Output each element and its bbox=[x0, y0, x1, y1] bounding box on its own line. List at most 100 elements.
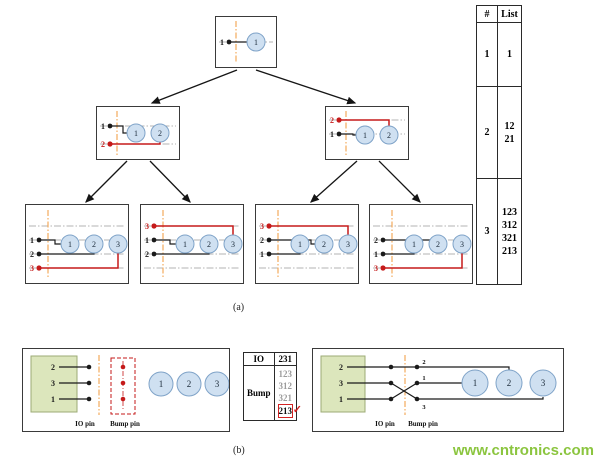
table-cell-lists: 1 bbox=[497, 22, 522, 87]
arrow-21-to-213 bbox=[378, 160, 421, 203]
pin-dot bbox=[226, 39, 232, 45]
io-pin-dot bbox=[388, 396, 394, 402]
pin-label: 2 bbox=[260, 236, 264, 245]
bump-number: 2 bbox=[422, 359, 425, 366]
wire-new-pin bbox=[112, 142, 161, 145]
list-value: 1 bbox=[507, 49, 512, 60]
io-number: 2 bbox=[339, 363, 343, 372]
wire-new-pin bbox=[385, 253, 463, 269]
wire bbox=[41, 239, 61, 245]
bump-pin-caption: Bump pin bbox=[110, 420, 140, 428]
pin-label: 2 bbox=[374, 236, 378, 245]
arrow-root-to-21 bbox=[255, 69, 357, 105]
io-pin-dot bbox=[86, 380, 92, 386]
tree-node-123: 1 2 3 1 2 3 bbox=[25, 204, 129, 284]
bump-option-label: 213 bbox=[278, 406, 293, 416]
caption-b: (b) bbox=[233, 445, 245, 456]
bump-circle bbox=[290, 234, 310, 254]
pin-label: 2 bbox=[330, 116, 334, 125]
pin-label: 1 bbox=[330, 130, 334, 139]
pin-label: 3 bbox=[374, 264, 378, 273]
bump-label: 2 bbox=[187, 379, 192, 389]
bump-wire bbox=[417, 397, 544, 400]
pin-dot bbox=[266, 237, 272, 243]
io-pin-dot bbox=[86, 396, 92, 402]
table-cell-count: 2 bbox=[476, 86, 498, 179]
pin-dot bbox=[380, 237, 386, 243]
list-value: 213 bbox=[502, 245, 517, 257]
caption-a: (a) bbox=[233, 302, 245, 313]
bump-circle bbox=[461, 369, 489, 397]
pin-label: 2 bbox=[145, 250, 149, 259]
pin-dot bbox=[380, 251, 386, 257]
pin-label: 3 bbox=[30, 264, 34, 273]
list-value: 312 bbox=[502, 219, 517, 231]
pin-dot bbox=[151, 251, 157, 257]
bump-label: 3 bbox=[541, 378, 546, 388]
tree-node-213: 2 1 3 1 2 3 bbox=[369, 204, 473, 284]
wire bbox=[112, 125, 127, 134]
bump-label: 1 bbox=[183, 240, 187, 249]
tree-node-12: 1 2 1 2 bbox=[96, 106, 180, 160]
bump-circle bbox=[150, 123, 170, 143]
bump-label: 3 bbox=[116, 240, 120, 249]
bump-circle bbox=[495, 369, 523, 397]
pin-label: 1 bbox=[220, 38, 224, 47]
bump-label: 3 bbox=[231, 240, 235, 249]
pin-label: 1 bbox=[145, 236, 149, 245]
table-cell-lists: 12 21 bbox=[497, 86, 522, 179]
table-header-list: List bbox=[497, 5, 522, 23]
arrow-12-to-312 bbox=[149, 160, 191, 203]
bump-label: 2 bbox=[207, 240, 211, 249]
bump-label: 2 bbox=[322, 240, 326, 249]
table-cell-count: 1 bbox=[476, 22, 498, 87]
bump-label: 3 bbox=[215, 379, 220, 389]
io-pin-caption: IO pin bbox=[75, 420, 95, 428]
selector-io-label: IO bbox=[243, 352, 275, 366]
bump-pin-caption: Bump pin bbox=[408, 420, 438, 428]
bump-number: 3 bbox=[422, 404, 426, 411]
bump-label: 2 bbox=[436, 240, 440, 249]
selector-io-value: 231 bbox=[273, 352, 298, 366]
pin-dot-new bbox=[36, 265, 42, 271]
pin-label: 3 bbox=[260, 222, 264, 231]
bump-circle bbox=[175, 234, 195, 254]
tree-node-21: 2 1 1 2 bbox=[325, 106, 409, 160]
pin-dot-new bbox=[151, 223, 157, 229]
io-block bbox=[320, 355, 366, 413]
bump-label: 1 bbox=[134, 129, 138, 138]
pin-dot bbox=[266, 251, 272, 257]
bump-pin-dot bbox=[120, 380, 126, 386]
pin-label: 1 bbox=[30, 236, 34, 245]
bump-label: 1 bbox=[412, 240, 416, 249]
selector-bump-label: Bump bbox=[243, 365, 275, 421]
bump-label: 1 bbox=[473, 378, 478, 388]
bump-circle bbox=[428, 234, 448, 254]
bump-candidate-box bbox=[110, 357, 136, 415]
bump-pin-dot bbox=[414, 364, 420, 370]
wire-new-pin bbox=[341, 119, 390, 126]
pin-label: 2 bbox=[30, 250, 34, 259]
bump-label: 1 bbox=[298, 240, 302, 249]
bump-label: 2 bbox=[387, 131, 391, 140]
wire-new-pin bbox=[41, 253, 119, 269]
bump-option-selected[interactable]: 213 ✓ bbox=[277, 404, 302, 418]
pin-dot-new bbox=[107, 141, 113, 147]
io-number: 3 bbox=[339, 379, 343, 388]
bump-option[interactable]: 321 bbox=[278, 392, 294, 404]
pin-label: 1 bbox=[101, 122, 105, 131]
bump-circle bbox=[338, 234, 358, 254]
wire bbox=[271, 239, 315, 245]
table-cell-count: 3 bbox=[476, 178, 498, 285]
io-block bbox=[30, 355, 78, 413]
bump-option[interactable]: 312 bbox=[278, 380, 294, 392]
assignment-wire bbox=[390, 382, 418, 400]
bump-option[interactable]: 123 bbox=[278, 368, 294, 380]
wire bbox=[156, 239, 176, 245]
pin-label: 2 bbox=[101, 140, 105, 149]
wire-new-pin bbox=[271, 225, 349, 235]
check-icon: ✓ bbox=[292, 404, 303, 416]
bump-pin-dot bbox=[120, 364, 126, 370]
bump-circle bbox=[379, 125, 399, 145]
